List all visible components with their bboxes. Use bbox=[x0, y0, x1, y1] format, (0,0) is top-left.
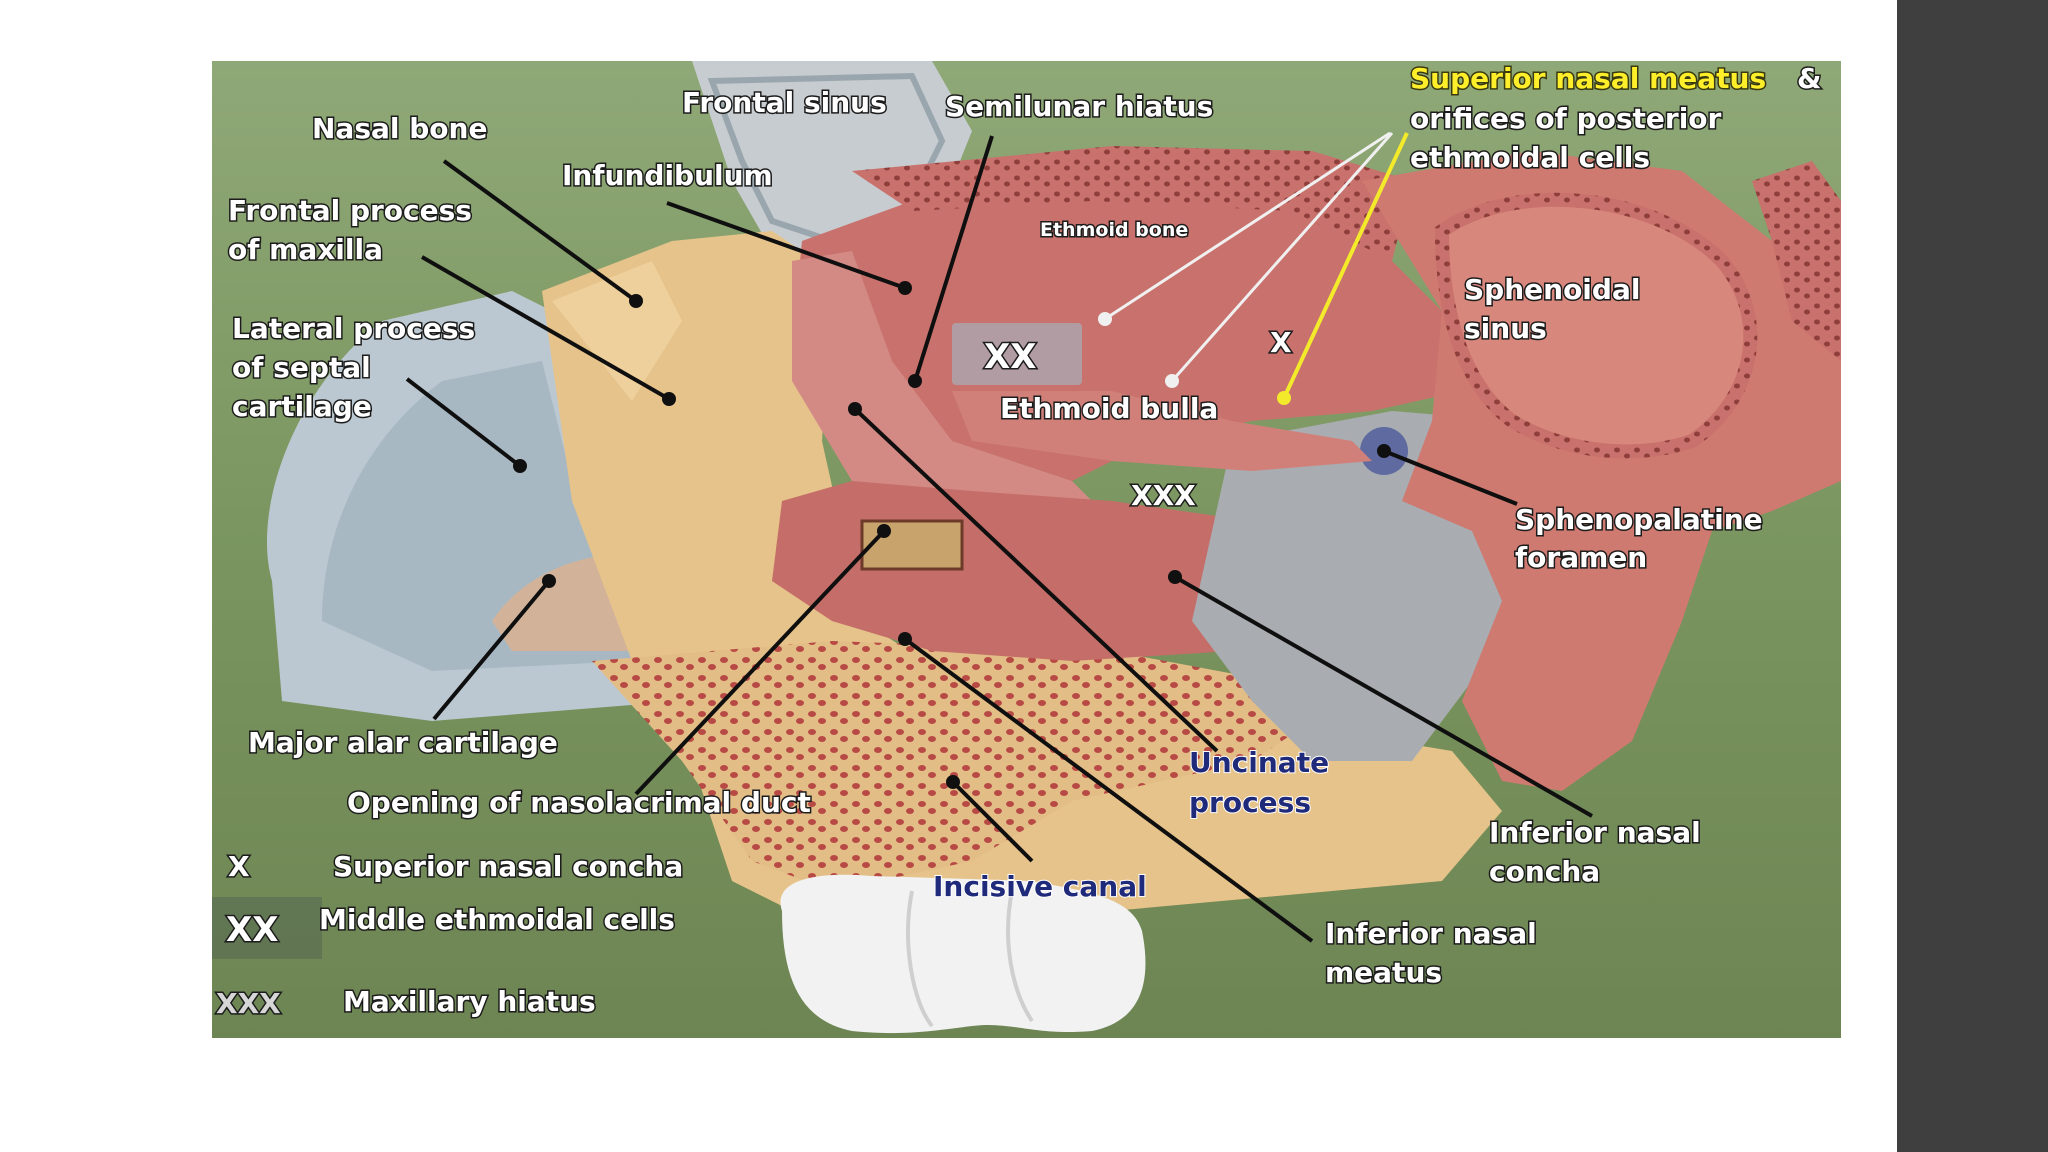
label-infundibulum: Infundibulum bbox=[562, 159, 773, 192]
label-ethmoid-bone: Ethmoid bone bbox=[1040, 219, 1188, 241]
label-inferior-meatus-line2: meatus bbox=[1325, 956, 1442, 989]
ethmoid-mass bbox=[792, 191, 1462, 491]
teeth bbox=[780, 874, 1146, 1034]
label-major-alar-cartilage: Major alar cartilage bbox=[248, 726, 558, 759]
label-superior-nasal-meatus: Superior nasal meatus bbox=[1410, 62, 1766, 95]
label-frontal-process-line2: of maxilla bbox=[228, 233, 383, 266]
label-sphenoidal-line1: Sphenoidal bbox=[1464, 273, 1640, 306]
label-inferior-concha-line2: concha bbox=[1489, 855, 1600, 888]
label-orifices-line2: ethmoidal cells bbox=[1410, 141, 1650, 174]
marker-xx-diagram: XX bbox=[984, 337, 1036, 377]
legend-symbol-x: X bbox=[228, 850, 250, 883]
label-nasal-bone: Nasal bone bbox=[312, 112, 487, 145]
legend-symbol-xx: XX bbox=[226, 910, 278, 950]
label-orifices-line1: orifices of posterior bbox=[1410, 102, 1722, 135]
legend-symbol-xxx: XXX bbox=[216, 987, 281, 1020]
slide: Nasal bone Frontal sinus Semilunar hiatu… bbox=[212, 61, 1841, 1038]
label-lateral-process-line2: of septal bbox=[232, 351, 371, 384]
legend-text-maxillary-hiatus: Maxillary hiatus bbox=[343, 985, 596, 1018]
label-uncinate-line2: process bbox=[1189, 786, 1311, 819]
nasal-cavity-figure: Nasal bone Frontal sinus Semilunar hiatu… bbox=[212, 61, 1841, 1038]
label-ethmoid-bulla: Ethmoid bulla bbox=[1000, 392, 1218, 425]
label-inferior-concha-line1: Inferior nasal bbox=[1489, 816, 1701, 849]
label-uncinate-line1: Uncinate bbox=[1189, 746, 1329, 779]
xx-highlight-box bbox=[952, 323, 1082, 385]
label-frontal-sinus: Frontal sinus bbox=[682, 86, 887, 119]
legend-text-middle-ethmoidal-cells: Middle ethmoidal cells bbox=[319, 903, 675, 936]
label-frontal-process-line1: Frontal process bbox=[228, 194, 472, 227]
label-sphenoidal-line2: sinus bbox=[1464, 312, 1547, 345]
label-sphenopalatine-line1: Sphenopalatine bbox=[1515, 503, 1763, 536]
label-lateral-process-line3: cartilage bbox=[232, 390, 372, 423]
legend: X Superior nasal concha XX Middle ethmoi… bbox=[215, 849, 685, 1022]
anatomy-labels: Nasal bone Frontal sinus Semilunar hiatu… bbox=[227, 61, 1823, 991]
label-opening-nasolacrimal: Opening of nasolacrimal duct bbox=[347, 786, 811, 819]
marker-x-diagram: X bbox=[1270, 326, 1292, 359]
label-semilunar-hiatus: Semilunar hiatus bbox=[945, 90, 1213, 123]
legend-xx-swatch bbox=[212, 897, 322, 959]
marker-xxx-diagram: XXX bbox=[1131, 479, 1196, 512]
nasal-cavity-illustration: Nasal bone Frontal sinus Semilunar hiatu… bbox=[212, 61, 1841, 1038]
label-inferior-meatus-line1: Inferior nasal bbox=[1325, 917, 1537, 950]
label-sphenopalatine-line2: foramen bbox=[1515, 541, 1647, 574]
legend-text-superior-nasal-concha: Superior nasal concha bbox=[333, 850, 683, 883]
middle-concha bbox=[792, 251, 1112, 541]
palate-bone bbox=[592, 641, 1312, 891]
label-ampersand: & bbox=[1797, 62, 1821, 95]
pointer-lines bbox=[405, 131, 1593, 943]
label-incisive-canal: Incisive canal bbox=[933, 870, 1147, 903]
label-lateral-process-line1: Lateral process bbox=[232, 312, 475, 345]
dark-side-bar bbox=[1897, 0, 2048, 1152]
